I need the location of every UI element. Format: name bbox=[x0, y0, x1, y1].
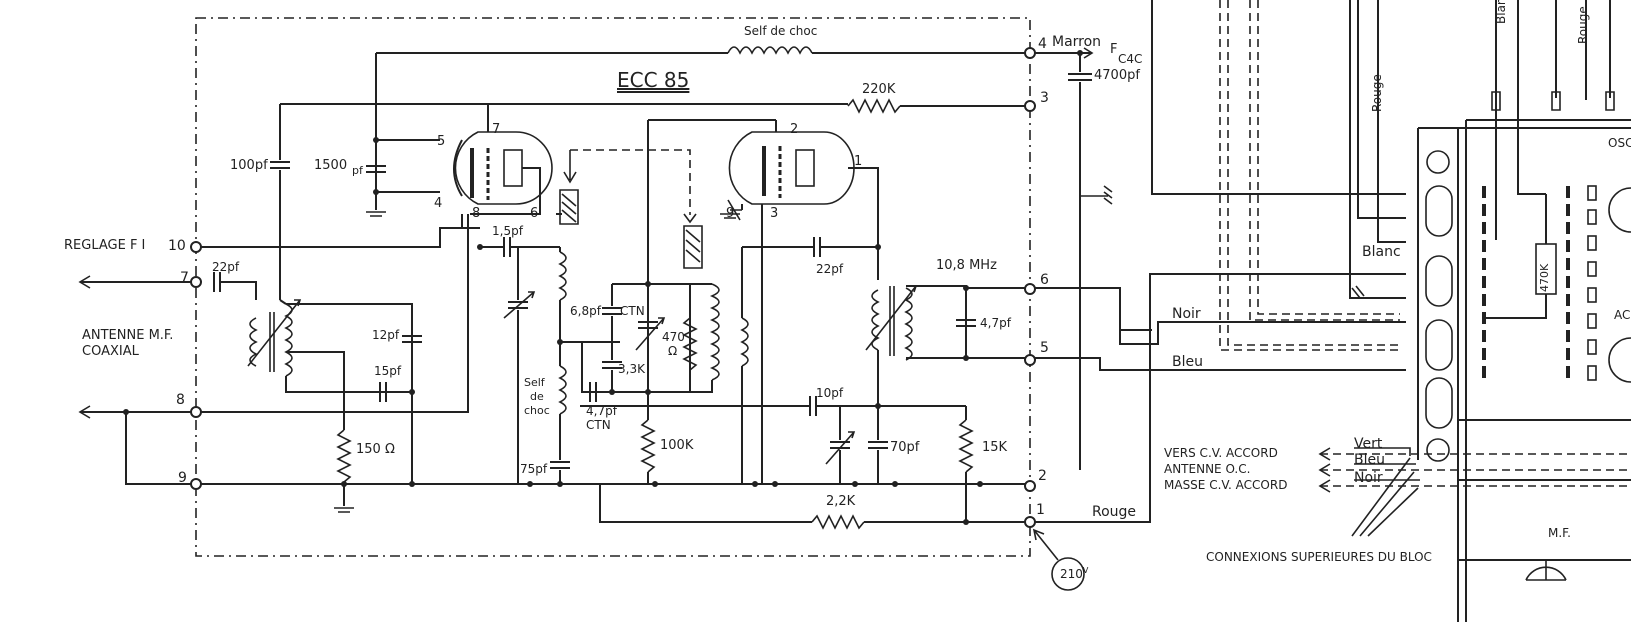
cap-4-7pf-label: 4,7pf bbox=[980, 316, 1011, 330]
terminal-5 bbox=[1024, 354, 1036, 366]
choke-top bbox=[727, 46, 813, 55]
cap-12pf-label: 12pf bbox=[372, 328, 400, 342]
noir-wire-label-2: Noir bbox=[1354, 470, 1383, 486]
marron-label: Marron bbox=[1052, 34, 1102, 50]
resistor-470-unit: Ω bbox=[668, 344, 678, 358]
cap-1500-label: 1500 bbox=[314, 158, 348, 173]
oscillator-coil bbox=[709, 283, 720, 381]
rouge-vertical-label-1: Rouge bbox=[1370, 74, 1384, 112]
terminal-1-label: 1 bbox=[1036, 502, 1045, 518]
cap-1500-unit-label: pf bbox=[352, 164, 363, 177]
terminal-4-label: 4 bbox=[1038, 36, 1047, 52]
bleu-wire-label-2: Bleu bbox=[1354, 452, 1385, 468]
terminal-6-label: 6 bbox=[1040, 272, 1049, 288]
resistor-150-label: 150 Ω bbox=[356, 442, 395, 457]
terminal-3-label: 3 bbox=[1040, 90, 1049, 106]
choke-coil-upper bbox=[558, 251, 567, 301]
tube-right bbox=[728, 131, 855, 205]
cap-70pf-label: 70pf bbox=[890, 440, 920, 455]
tube2-pin3: 3 bbox=[770, 206, 779, 221]
osc-label: OSC bbox=[1608, 136, 1631, 150]
resistor-2-2k-label: 2,2K bbox=[826, 494, 856, 509]
antenne-label-2: COAXIAL bbox=[82, 344, 139, 359]
frequency-label: 10,8 MHz bbox=[936, 258, 997, 273]
voltage-label: 210V bbox=[1060, 566, 1089, 581]
cap-10pf-label: 10pf bbox=[816, 386, 844, 400]
if-transformer-secondary bbox=[284, 303, 293, 377]
tube1-pin6: 6 bbox=[530, 206, 539, 221]
self-label-3: choc bbox=[524, 404, 550, 417]
mf-label: M.F. bbox=[1548, 526, 1571, 540]
resistor-470k-label: 470K bbox=[1538, 263, 1551, 292]
resistor-100k-label: 100K bbox=[660, 438, 694, 453]
terminal-5-label: 5 bbox=[1040, 340, 1049, 356]
vers-label-1: VERS C.V. ACCORD bbox=[1164, 446, 1278, 460]
terminal-2 bbox=[1024, 480, 1036, 492]
tube2-pin1: 1 bbox=[854, 154, 863, 169]
noir-wire-label: Noir bbox=[1172, 306, 1201, 322]
cap-22pf-a-label: 22pf bbox=[212, 260, 240, 274]
tube2-pin9: 9 bbox=[726, 206, 735, 221]
ctn-2-label: CTN bbox=[586, 418, 611, 432]
blanc-wire-label: Blanc bbox=[1362, 244, 1401, 260]
tube1-pin5: 5 bbox=[437, 134, 446, 149]
antenne-label-1: ANTENNE M.F. bbox=[82, 328, 174, 343]
fc4c-sub-label: C4C bbox=[1118, 52, 1143, 66]
terminal-10-label: 10 bbox=[168, 238, 186, 254]
ctn-1-label: CTN bbox=[620, 304, 645, 318]
tube1-pin8: 8 bbox=[472, 206, 481, 221]
vert-wire-label: Vert bbox=[1354, 436, 1383, 452]
terminal-9-label: 9 bbox=[178, 470, 187, 486]
ac-label: AC bbox=[1614, 308, 1631, 322]
vers-label-3: MASSE C.V. ACCORD bbox=[1164, 478, 1288, 492]
connexions-label: CONNEXIONS SUPERIEURES DU BLOC bbox=[1206, 550, 1432, 564]
cap-1-5pf-label: 1,5pf bbox=[492, 224, 523, 238]
tube2-pin2: 2 bbox=[790, 122, 799, 137]
rouge-wire-label: Rouge bbox=[1092, 504, 1137, 520]
cap-22pf-b-label: 22pf bbox=[816, 262, 844, 276]
tube-type-label: ECC 85 bbox=[617, 68, 690, 92]
terminal-2-label: 2 bbox=[1038, 468, 1047, 484]
cap-4-7pf-ctn-label: 4,7pf bbox=[586, 404, 617, 418]
fc4c-label: F bbox=[1110, 42, 1118, 57]
resistor-3-3k-label: 3,3K bbox=[618, 362, 645, 376]
tube1-pin7: 7 bbox=[492, 122, 501, 137]
resistor-470-label: 470 bbox=[662, 330, 685, 344]
tube1-pin4: 4 bbox=[434, 196, 443, 211]
choke-coil-lower bbox=[558, 365, 567, 415]
choke-top-label: Self de choc bbox=[744, 24, 818, 38]
rouge-vertical-label-2: Rouge bbox=[1576, 6, 1590, 44]
cap-75pf-label: 75pf bbox=[520, 462, 548, 476]
self-label-1: Self bbox=[524, 376, 545, 389]
if-transformer-2-primary bbox=[871, 289, 880, 351]
vers-label-2: ANTENNE O.C. bbox=[1164, 462, 1251, 476]
cap-6-8pf-label: 6,8pf bbox=[570, 304, 601, 318]
cap-15pf-label: 15pf bbox=[374, 364, 402, 378]
reglage-label: REGLAGE F I bbox=[64, 238, 146, 253]
cap-100pf-label: 100pf bbox=[230, 158, 268, 173]
terminal-7-label: 7 bbox=[180, 270, 189, 286]
blanc-vertical-label: Blanc bbox=[1494, 0, 1508, 24]
resistor-220k-label: 220K bbox=[862, 82, 896, 97]
terminal-8-label: 8 bbox=[176, 392, 185, 408]
bleu-wire-label: Bleu bbox=[1172, 354, 1203, 370]
resistor-15k-label: 15K bbox=[982, 440, 1008, 455]
cap-4700-label: 4700pf bbox=[1094, 68, 1140, 83]
self-label-2: de bbox=[530, 390, 544, 403]
if-transformer-primary bbox=[249, 317, 258, 367]
